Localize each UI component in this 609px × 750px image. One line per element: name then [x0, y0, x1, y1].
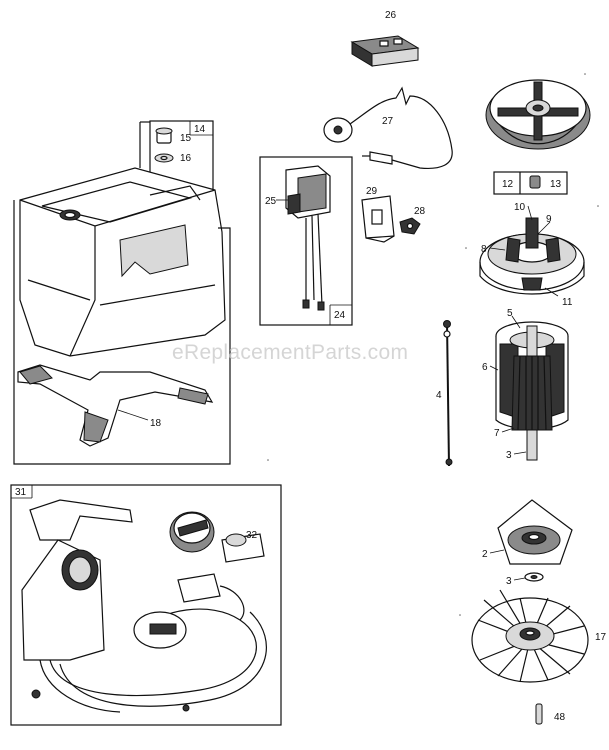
callout-6: 6	[482, 362, 488, 373]
part-4-tie-rod	[443, 320, 453, 467]
callout-9: 9	[546, 214, 552, 225]
callout-15: 15	[180, 133, 192, 144]
part-3-washer-lower	[524, 572, 544, 582]
callout-2: 2	[482, 549, 488, 560]
callout-31: 31	[15, 487, 27, 498]
part-27-power-cord	[323, 86, 453, 170]
watermark: eReplacementParts.com	[172, 341, 408, 364]
part-2-end-bracket	[497, 499, 573, 565]
callout-7: 7	[494, 428, 500, 439]
callout-17: 17	[595, 632, 607, 643]
callout-12: 12	[502, 179, 514, 190]
callout-5: 5	[507, 308, 513, 319]
part-32-plate	[221, 533, 265, 563]
callout-4: 4	[436, 390, 442, 401]
callout-10: 10	[514, 202, 526, 213]
part-17-fan	[471, 589, 589, 683]
callout-24: 24	[334, 310, 346, 321]
part-13-clip	[529, 175, 541, 189]
callout-18: 18	[150, 418, 162, 429]
frame-housing	[13, 200, 231, 465]
callout-29: 29	[366, 186, 378, 197]
box-31	[10, 484, 282, 726]
part-capacitor-disc	[169, 511, 215, 553]
callout-3-upper: 3	[506, 450, 512, 461]
box-24	[259, 156, 353, 326]
part-12-motor-cap	[485, 79, 591, 150]
callout-25: 25	[265, 196, 277, 207]
box-12-13	[493, 171, 568, 195]
brush-holder-assembly	[479, 217, 585, 295]
part-15-cap	[155, 127, 173, 144]
callout-3-lower: 3	[506, 576, 512, 587]
part-31-control-assembly	[21, 499, 267, 713]
part-7-armature	[511, 325, 553, 461]
part-16-washer	[154, 153, 174, 163]
scan-specks	[267, 73, 599, 616]
callout-48: 48	[554, 712, 566, 723]
part-18-stand	[17, 364, 214, 447]
callout-13: 13	[550, 179, 562, 190]
callout-8: 8	[481, 244, 487, 255]
part-29-bracket	[361, 195, 395, 243]
part-25-switch	[285, 165, 331, 311]
callout-11: 11	[562, 297, 573, 308]
callout-32: 32	[246, 530, 258, 541]
callout-27: 27	[382, 116, 394, 127]
part-48-pin	[535, 703, 543, 725]
callout-14: 14	[194, 124, 206, 135]
callout-16: 16	[180, 153, 192, 164]
part-28-nut	[399, 217, 421, 235]
part-26-terminal-block	[350, 35, 420, 67]
callout-28: 28	[414, 206, 426, 217]
callout-26: 26	[385, 10, 397, 21]
housing-cover	[19, 167, 226, 357]
